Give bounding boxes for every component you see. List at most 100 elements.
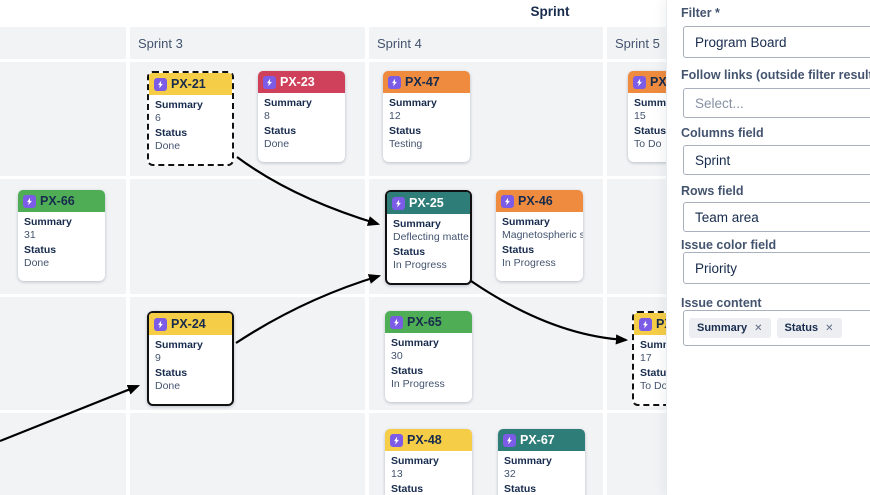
summary-label: Summary xyxy=(24,216,72,228)
status-label: Status xyxy=(634,125,667,137)
issue-key: PX-21 xyxy=(171,77,206,91)
issue-content-multiselect[interactable]: Summary✕ Status ✕ xyxy=(683,310,870,346)
tag-label: Status xyxy=(784,322,819,334)
select-filter-[interactable]: Program Board xyxy=(683,26,870,58)
tag-remove-icon[interactable]: ✕ xyxy=(754,322,763,334)
issue-card-header: PX-47 xyxy=(383,71,470,93)
issue-card-header: PX-66 xyxy=(18,190,105,212)
summary-label: Summary xyxy=(502,216,550,228)
select-rows-field[interactable]: Team area xyxy=(683,202,870,232)
issue-card-header: PX-48 xyxy=(385,429,472,451)
columns-field-title: Sprint xyxy=(530,4,570,19)
issue-card-px-67[interactable]: PX-67Summary32StatusIn Progress xyxy=(498,429,585,495)
field-label-5: Issue content xyxy=(681,296,762,310)
issue-card-header: PX-24 xyxy=(149,313,232,335)
status-label: Status xyxy=(24,244,57,256)
status-value: In Progress xyxy=(391,377,445,390)
issue-key: PX-47 xyxy=(405,75,440,89)
select-follow-links-outside-filter-result-[interactable]: Select... xyxy=(683,88,870,118)
column-header-sprint-4: Sprint 4 xyxy=(377,36,422,51)
tag-remove-icon[interactable]: ✕ xyxy=(825,322,834,334)
lightning-bolt-icon xyxy=(501,194,514,208)
summary-value: 15 xyxy=(634,109,646,122)
lightning-bolt-icon xyxy=(390,433,403,447)
grid-divider xyxy=(0,176,870,179)
issue-key: PX-65 xyxy=(407,315,442,329)
summary-label: Summary xyxy=(504,455,552,467)
issue-card-header: PX-67 xyxy=(498,429,585,451)
lightning-bolt-icon xyxy=(154,317,167,331)
grid-divider xyxy=(603,27,607,495)
summary-value: Deflecting matte xyxy=(393,230,469,243)
issue-card-body: Summary32StatusIn Progress xyxy=(498,451,585,495)
issue-key: PX- xyxy=(650,75,671,89)
summary-value: 32 xyxy=(504,467,516,480)
lightning-bolt-icon xyxy=(633,75,646,89)
status-label: Status xyxy=(504,483,537,495)
summary-label: Summary xyxy=(393,218,441,230)
status-value: Done xyxy=(155,379,181,392)
issue-key: PX-46 xyxy=(518,194,553,208)
summary-label: Summary xyxy=(264,97,312,109)
content-tag-summary: Summary✕ xyxy=(689,318,771,338)
status-value: In Progress xyxy=(393,258,447,271)
summary-value: Magnetospheric s xyxy=(502,228,583,241)
status-value: In Progress xyxy=(502,256,556,269)
status-value: Done xyxy=(155,139,181,152)
lightning-bolt-icon xyxy=(503,433,516,447)
summary-value: 31 xyxy=(24,228,36,241)
status-label: Status xyxy=(391,365,424,377)
summary-label: Summary xyxy=(391,455,439,467)
issue-key: PX-67 xyxy=(520,433,555,447)
issue-key: PX-66 xyxy=(40,194,75,208)
summary-value: 30 xyxy=(391,349,403,362)
status-label: Status xyxy=(391,483,424,495)
select-issue-color-field[interactable]: Priority xyxy=(683,252,870,284)
summary-label: Summary xyxy=(389,97,437,109)
summary-value: 17 xyxy=(640,351,652,364)
status-value: Done xyxy=(264,137,290,150)
summary-value: 6 xyxy=(155,111,161,124)
grid-divider xyxy=(126,27,130,495)
issue-key: PX-48 xyxy=(407,433,442,447)
status-label: Status xyxy=(155,367,188,379)
lightning-bolt-icon xyxy=(390,315,403,329)
issue-card-header: PX-23 xyxy=(258,71,345,93)
summary-value: 8 xyxy=(264,109,270,122)
summary-label: Summary xyxy=(391,337,439,349)
field-label-3: Rows field xyxy=(681,184,744,198)
status-label: Status xyxy=(393,246,426,258)
status-value: Testing xyxy=(389,137,423,150)
issue-key: PX-24 xyxy=(171,317,206,331)
status-value: Done xyxy=(24,256,50,269)
status-label: Status xyxy=(502,244,535,256)
lightning-bolt-icon xyxy=(23,194,36,208)
status-value: To Do xyxy=(634,137,662,150)
lightning-bolt-icon xyxy=(388,75,401,89)
grid-divider xyxy=(0,59,870,62)
summary-value: 9 xyxy=(155,351,161,364)
lightning-bolt-icon xyxy=(639,317,652,331)
issue-card-px-48[interactable]: PX-48Summary13StatusTo Do xyxy=(385,429,472,495)
status-label: Status xyxy=(264,125,297,137)
issue-card-header: PX-65 xyxy=(385,311,472,333)
select-columns-field[interactable]: Sprint xyxy=(683,145,870,175)
